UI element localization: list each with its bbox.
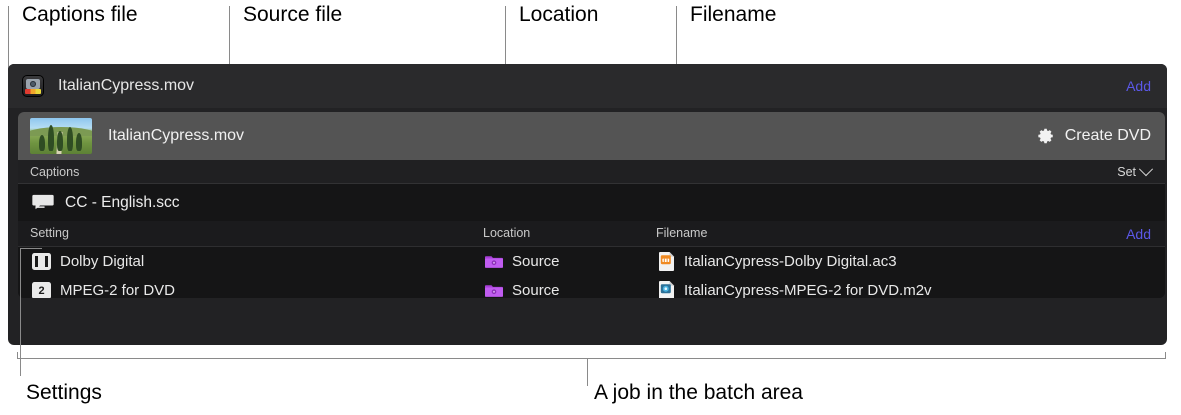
mpeg2-icon: 2 — [32, 282, 51, 298]
caption-file-name: CC - English.scc — [65, 193, 180, 211]
compressor-app-icon — [22, 75, 44, 97]
settings-column-header: Setting Location Filename Add — [18, 221, 1165, 247]
captions-set-menu[interactable]: Set — [1117, 161, 1154, 179]
audio-file-icon — [659, 252, 674, 271]
thumbnail-tree-shape — [39, 135, 45, 151]
leader-job-batch — [587, 358, 588, 386]
create-dvd-button[interactable]: Create DVD — [1064, 127, 1151, 144]
job-card[interactable]: ItalianCypress.mov Create DVD Captions S… — [18, 112, 1165, 298]
callout-source-file: Source file — [243, 3, 343, 26]
column-header-setting: Setting — [30, 226, 69, 240]
setting-cell: 2 MPEG-2 for DVD — [32, 276, 175, 298]
camera-lens-shape — [26, 78, 40, 89]
thumbnail-tree-shape — [48, 125, 54, 151]
video-file-icon — [659, 281, 674, 298]
thumbnail-tree-shape — [67, 127, 73, 151]
callout-settings: Settings — [26, 381, 102, 404]
batch-bracket-right-tick — [1165, 352, 1166, 359]
leader-settings — [20, 248, 21, 376]
setting-cell: Dolby Digital — [32, 247, 144, 276]
callout-job-batch: A job in the batch area — [594, 381, 803, 404]
purple-folder-icon — [485, 256, 503, 268]
file-name: ItalianCypress-Dolby Digital.ac3 — [684, 253, 897, 270]
location-name: Source — [512, 282, 560, 298]
job-header: ItalianCypress.mov Create DVD — [18, 112, 1165, 160]
leader-settings-stub — [20, 248, 42, 249]
column-header-filename: Filename — [656, 226, 708, 240]
thumbnail-tree-shape — [57, 131, 63, 151]
table-row[interactable]: Dolby Digital Source — [18, 247, 1165, 276]
purple-folder-icon — [485, 285, 503, 297]
setting-name: Dolby Digital — [60, 253, 145, 270]
batch-bracket-left-tick — [17, 352, 18, 359]
setting-name: MPEG-2 for DVD — [60, 282, 176, 298]
callout-location: Location — [519, 3, 599, 26]
source-file-name: ItalianCypress.mov — [58, 77, 195, 94]
location-name: Source — [512, 253, 560, 270]
dolby-digital-icon — [32, 253, 51, 270]
thumbnail-tree-shape — [76, 133, 82, 151]
callout-filename: Filename — [690, 3, 777, 26]
captions-header-label: Captions — [30, 164, 80, 179]
file-name: ItalianCypress-MPEG-2 for DVD.m2v — [684, 282, 932, 298]
color-stripes-shape — [25, 89, 41, 94]
filename-cell: ItalianCypress-MPEG-2 for DVD.m2v — [659, 276, 932, 298]
closed-caption-icon — [32, 194, 54, 210]
table-row[interactable]: 2 MPEG-2 for DVD Source — [18, 276, 1165, 298]
chevron-down-icon — [1138, 161, 1154, 176]
batch-bracket-top — [17, 358, 1166, 359]
location-cell: Source — [485, 276, 560, 298]
job-thumbnail — [30, 118, 92, 154]
leader-source-file — [229, 6, 230, 88]
filename-cell: ItalianCypress-Dolby Digital.ac3 — [659, 247, 897, 276]
callout-captions-file: Captions file — [22, 3, 138, 26]
captions-set-label: Set — [1117, 164, 1136, 179]
caption-row[interactable]: CC - English.scc — [18, 184, 1165, 221]
captions-header: Captions Set — [18, 160, 1165, 184]
add-source-button[interactable]: Add — [1126, 78, 1151, 94]
add-setting-button[interactable]: Add — [1126, 226, 1151, 242]
location-cell: Source — [485, 247, 560, 276]
batch-area-panel: ItalianCypress.mov Add ItalianCypress.mo… — [8, 64, 1167, 345]
source-bar: ItalianCypress.mov Add — [8, 64, 1167, 108]
gear-icon[interactable] — [1037, 127, 1055, 145]
column-header-location: Location — [483, 226, 531, 240]
job-title: ItalianCypress.mov — [108, 127, 245, 144]
